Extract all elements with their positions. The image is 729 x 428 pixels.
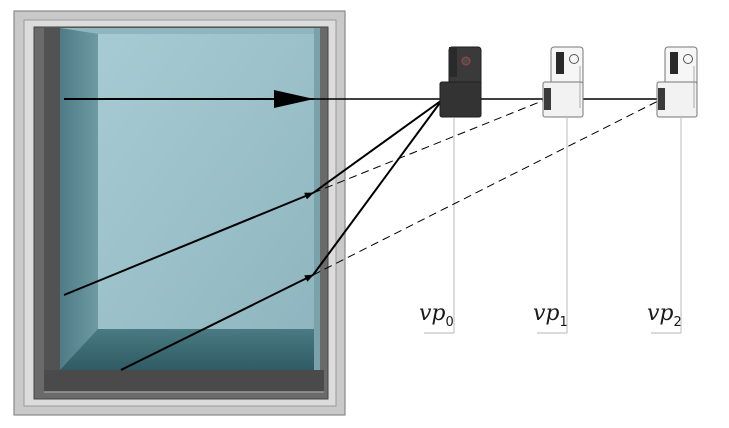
- camera-vp2-sensor-icon: [670, 52, 678, 74]
- water-tank: [13, 10, 346, 416]
- incident-ray-lower: [120, 274, 314, 371]
- camera-vp2-lens-icon: [683, 54, 693, 64]
- tank-bottom-lip: [44, 370, 324, 392]
- tank-left-wall: [60, 28, 98, 370]
- tank-left-strip: [44, 28, 60, 370]
- label-vp1: vp1: [533, 301, 568, 330]
- incident-ray-upper: [63, 192, 314, 296]
- camera-vp1-sensor-icon: [556, 52, 564, 74]
- dashed-rays: [312, 98, 663, 276]
- refracted-ray-lower: [312, 99, 443, 276]
- label-vp2: vp2: [647, 301, 682, 330]
- camera-vp1-lens-icon: [569, 54, 579, 64]
- dashed-ray-lower-to-vp2: [312, 98, 663, 276]
- solid-rays: [63, 90, 662, 371]
- label-vp0: vp0: [419, 301, 454, 330]
- camera-vp0-lower: [439, 81, 482, 118]
- camera-vp1: [542, 46, 584, 118]
- camera-vp0-top-notch: [449, 47, 457, 77]
- tank-top-wall: [60, 28, 316, 34]
- camera-vp2: [656, 46, 698, 118]
- camera-vp1-front-lens: [544, 88, 551, 110]
- refracted-ray-upper: [312, 99, 443, 194]
- camera-vp0: [439, 46, 482, 118]
- camera-guides: [424, 118, 682, 334]
- tank-floor: [60, 329, 316, 370]
- tank-right-edge: [314, 28, 320, 370]
- tank-back-wall: [98, 34, 314, 329]
- camera-vp2-lower: [656, 81, 698, 118]
- camera-vp1-lower: [542, 81, 584, 118]
- dashed-ray-upper-to-vp1: [312, 98, 548, 194]
- camera-vp0-lens-icon: [461, 56, 471, 66]
- camera-vp2-front-lens: [658, 88, 665, 110]
